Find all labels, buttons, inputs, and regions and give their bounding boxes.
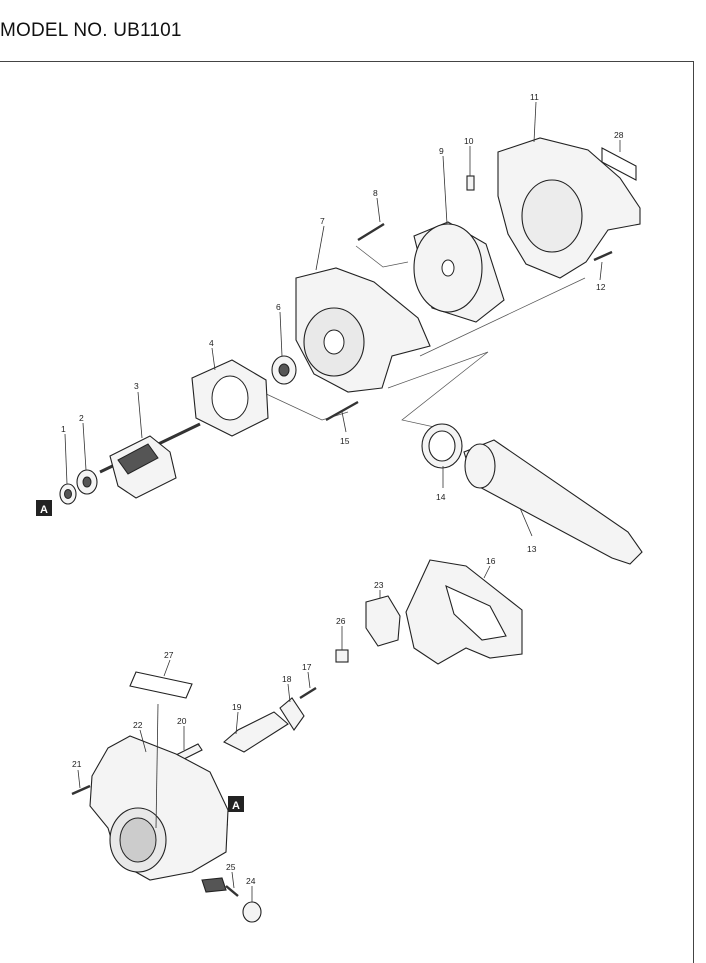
part-24-number: 24 — [246, 876, 256, 886]
part-16-number: 16 — [486, 556, 496, 566]
part-6-bearing — [271, 311, 297, 385]
part-12-number: 12 — [596, 282, 606, 292]
part-22-number: 22 — [133, 720, 143, 730]
part-13-number: 13 — [527, 544, 537, 554]
part-13-nozzle — [463, 439, 643, 565]
part-7-housing — [295, 225, 431, 393]
part-25-number: 25 — [226, 862, 236, 872]
part-21-screw — [71, 769, 91, 796]
part-18-clamp — [279, 683, 305, 731]
part-26-number: 26 — [336, 616, 346, 626]
part-10-number: 10 — [464, 136, 474, 146]
part-4-number: 4 — [209, 338, 214, 348]
part-23-switch — [365, 590, 401, 647]
part-23-number: 23 — [374, 580, 384, 590]
part-20-number: 20 — [177, 716, 187, 726]
part-12-screw — [593, 250, 613, 281]
part-28-label — [601, 140, 637, 181]
part-6-number: 6 — [276, 302, 281, 312]
ref-marker-top: A — [36, 500, 52, 516]
svg-text:A: A — [232, 800, 240, 812]
part-9-number: 9 — [439, 146, 444, 156]
part-17-screw — [299, 671, 317, 700]
part-25-brush — [201, 871, 239, 897]
part-2-washer — [76, 422, 98, 495]
part-19-number: 19 — [232, 702, 242, 712]
part-8-screw — [357, 197, 385, 242]
part-18-number: 18 — [282, 674, 292, 684]
part-10-screw — [466, 146, 475, 191]
part-7-number: 7 — [320, 216, 325, 226]
part-22-motor-housing — [89, 703, 229, 881]
part-8-number: 8 — [373, 188, 378, 198]
part-4-stator — [191, 347, 269, 437]
part-3-armature — [99, 391, 201, 499]
diagram-frame — [0, 61, 694, 963]
part-3-number: 3 — [134, 381, 139, 391]
part-14-number: 14 — [436, 492, 446, 502]
part-27-label — [129, 659, 193, 699]
part-15-screw — [325, 400, 359, 433]
part-28-number: 28 — [614, 130, 624, 140]
model-title: MODEL NO. UB1101 — [0, 20, 182, 41]
part-15-number: 15 — [340, 436, 350, 446]
part-11-number: 11 — [530, 92, 539, 102]
part-2-number: 2 — [79, 413, 84, 423]
part-1-number: 1 — [61, 424, 66, 434]
part-24-brush-cap — [242, 886, 262, 923]
part-26-capacitor — [335, 626, 349, 663]
part-27-number: 27 — [164, 650, 174, 660]
ref-marker-bottom: A — [228, 796, 244, 812]
part-17-number: 17 — [302, 662, 312, 672]
part-14-ring — [421, 423, 463, 488]
part-9-fan — [413, 155, 505, 323]
svg-text:A: A — [40, 504, 48, 516]
part-11-fan-cover — [497, 101, 641, 279]
part-19-cord-guard — [223, 711, 289, 753]
part-1-bearing — [59, 433, 77, 505]
part-16-handle — [405, 559, 523, 665]
part-21-number: 21 — [72, 759, 82, 769]
